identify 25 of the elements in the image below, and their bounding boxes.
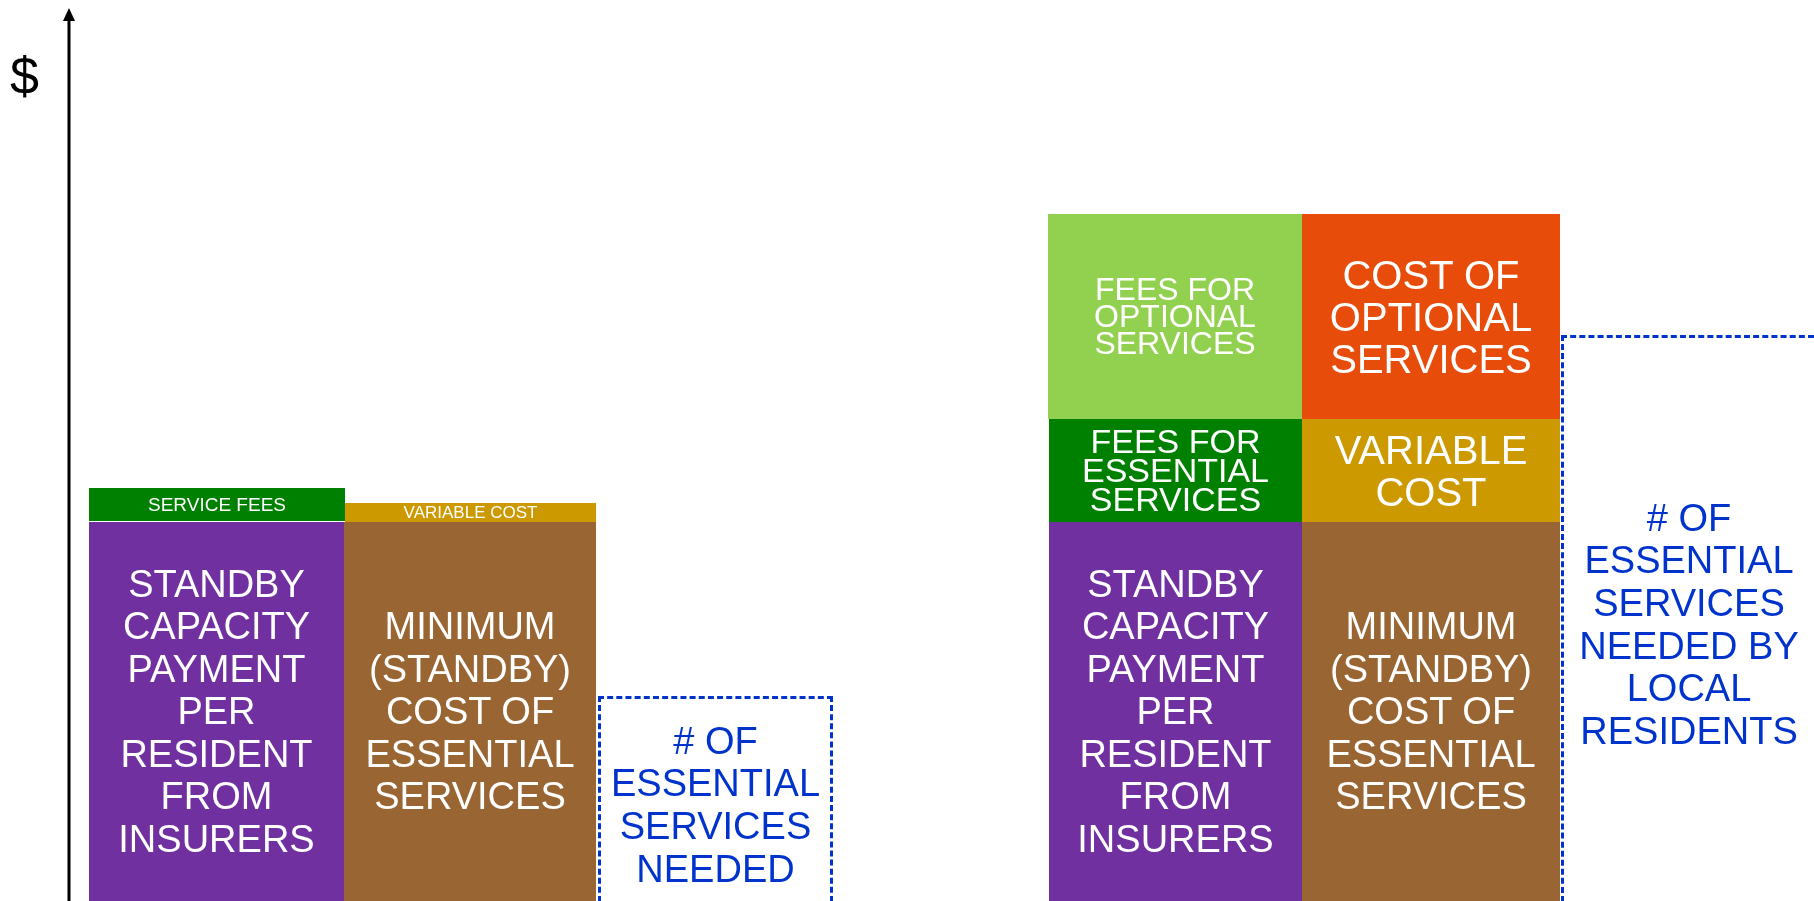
payment-block [1049, 522, 1302, 901]
demand-box [1561, 335, 1814, 901]
bar-label: FEES FOR OPTIONAL SERVICES [1093, 275, 1257, 358]
fee-bar [89, 488, 345, 521]
axis-label: $ [10, 50, 39, 102]
bar-label: VARIABLE COST [1333, 428, 1529, 513]
payment-block [89, 522, 344, 901]
bar-label: SERVICE FEES [148, 495, 286, 514]
bar-label: VARIABLE COST [403, 504, 538, 521]
bar-label: # OF ESSENTIAL SERVICES NEEDED [609, 719, 822, 891]
cost-block [1302, 419, 1560, 522]
cost-bar [345, 503, 596, 522]
bar-label: COST OF OPTIONAL SERVICES [1328, 253, 1534, 380]
bar-label: FEES FOR ESSENTIAL SERVICES [1080, 427, 1271, 514]
fee-block [1049, 419, 1302, 522]
bar-label: STANDBY CAPACITY PAYMENT PER RESIDENT FROM INSURERS [117, 562, 316, 861]
cost-block [1302, 522, 1560, 901]
bar-label: MINIMUM (STANDBY) COST OF ESSENTIAL SERVICES [364, 605, 576, 818]
bar-label: STANDBY CAPACITY PAYMENT PER RESIDENT FROM INSURERS [1076, 562, 1275, 861]
fee-block [1048, 214, 1302, 419]
cost-block [344, 522, 596, 901]
bar-label: MINIMUM (STANDBY) COST OF ESSENTIAL SERVICES [1325, 605, 1537, 818]
demand-box [598, 696, 833, 901]
cost-block [1302, 214, 1560, 419]
bar-label: # OF ESSENTIAL SERVICES NEEDED BY LOCAL RESIDENTS [1578, 496, 1800, 753]
